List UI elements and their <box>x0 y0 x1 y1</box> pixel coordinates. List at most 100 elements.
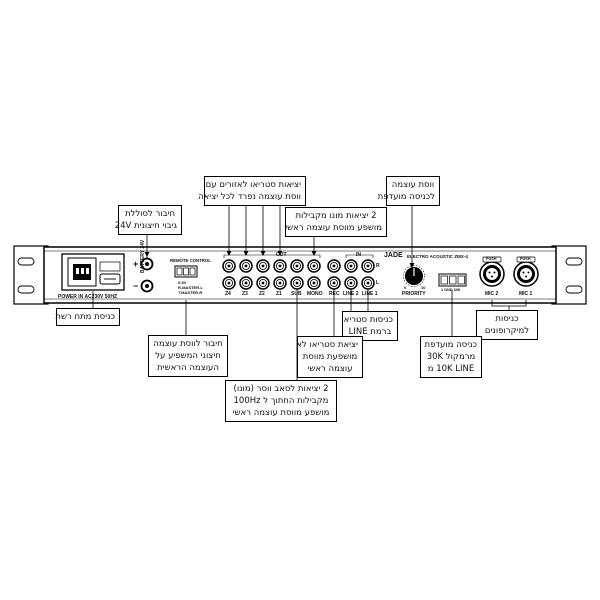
arrowhead <box>409 263 415 268</box>
leader-stereo-zones <box>213 202 281 252</box>
callout-line: מושפע מווסת עוצמה ראשי <box>285 223 382 233</box>
callout-line: ווסת עוצמה <box>391 180 435 190</box>
callout-line: גיבוי חיצונית 24V <box>114 221 177 231</box>
power-inlet[interactable] <box>61 253 125 291</box>
rca-jack-z4-bottom[interactable] <box>222 276 236 290</box>
leader-arrowheads <box>144 251 415 268</box>
out-label: OUT <box>276 252 287 258</box>
rca-jack-z4-top[interactable] <box>222 259 236 273</box>
model-label: ELECTRO ACOUSTIC ZMX-4 <box>407 254 468 259</box>
panel-body <box>43 246 557 304</box>
xlr-push-latch[interactable] <box>482 256 502 263</box>
battery-terminals[interactable] <box>140 257 154 293</box>
zone-label-z4: Z4 <box>225 291 231 297</box>
zone-label-z3: Z3 <box>242 291 248 297</box>
zone-label-rec: REC <box>329 291 340 297</box>
rca-jack-mono-top[interactable] <box>307 259 321 273</box>
out-bracket <box>223 254 321 258</box>
callout-rec-out: יציאת סטריאו לא מושפעת מווסת עוצמה ראשי <box>296 336 363 378</box>
push-label: PUSH <box>520 257 531 261</box>
rack-ear-left <box>13 245 49 305</box>
arrowhead <box>260 251 266 256</box>
rca-jack-z1-top[interactable] <box>273 259 287 273</box>
zone-label-line1: LINE 1 <box>362 291 378 297</box>
rca-outputs-top <box>222 259 375 273</box>
priority-knob[interactable] <box>403 265 425 287</box>
callout-line: יציאת סטריאו לא <box>296 340 358 350</box>
battery-minus-label: − <box>133 281 139 291</box>
callout-line: יציאות סטריאו לאזורים עם <box>205 180 301 190</box>
remote-label: REMOTE CONTROL <box>170 258 211 263</box>
arrowhead <box>243 251 249 256</box>
callout-power: כניסת מתח רשת <box>55 308 120 326</box>
remote-terminal[interactable] <box>174 265 198 278</box>
xlr-push-latch[interactable] <box>516 256 536 263</box>
zone-label-mono: MONO <box>307 291 323 297</box>
priority-terminal-block[interactable] <box>438 273 467 287</box>
in-bracket <box>345 254 374 258</box>
zone-label-z2: Z2 <box>259 291 265 297</box>
rca-jack-z2-bottom[interactable] <box>256 276 270 290</box>
rca-jack-line2-bottom[interactable] <box>344 276 358 290</box>
callout-priority: ווסת עוצמה לכניסה מועדפת <box>378 176 440 206</box>
rca-jack-z2-top[interactable] <box>256 259 270 273</box>
remote-pin-label: 0-5V <box>178 280 187 285</box>
rca-jack-line2-top[interactable] <box>344 259 358 273</box>
rca-jack-z3-top[interactable] <box>239 259 253 273</box>
rca-jack-rec-top[interactable] <box>327 259 341 273</box>
callout-line: עוצמה ראשי <box>307 364 353 374</box>
callout-line: כניסות סטריאו <box>341 315 393 325</box>
remote-pin-label: T.MASTER-R <box>178 290 203 295</box>
callout-line: ווסת עוצמה נפרד לכל יציאה <box>198 192 301 202</box>
push-label: PUSH <box>486 257 497 261</box>
rca-outputs-bottom <box>222 276 375 290</box>
callout-line: מרמקול 30K <box>426 352 476 362</box>
rca-jack-sub-bottom[interactable] <box>290 276 304 290</box>
callout-line: 10K LINE מ <box>427 364 475 374</box>
rca-jack-line1-top[interactable] <box>361 259 375 273</box>
xlr-mic-1[interactable] <box>513 256 539 287</box>
zone-label-z1: Z1 <box>276 291 282 297</box>
terminal-label: 1 GND 30K <box>441 288 461 292</box>
in-label: IN <box>356 252 361 258</box>
arrowhead <box>226 251 232 256</box>
remote-pin-label: R-MASTER-L <box>178 285 203 290</box>
callout-line: חיצוני המשפיע על <box>155 351 221 361</box>
rca-jack-rec-bottom[interactable] <box>327 276 341 290</box>
rack-hole <box>17 285 35 294</box>
priority-label: PRIORITY <box>402 291 426 297</box>
callout-line: ברמת LINE <box>348 327 392 337</box>
callout-mono-out: 2 יציאות מונו מקבילות מושפע מווסת עוצמה … <box>285 207 387 237</box>
rca-jack-z1-bottom[interactable] <box>273 276 287 290</box>
callout-line: חיבור לווסת עוצמה <box>153 339 223 349</box>
callout-battery: חיבור לסוללת גיבוי חיצונית 24V <box>114 205 182 235</box>
knob-mark-min: 0 <box>404 285 407 290</box>
rack-panel <box>13 245 587 305</box>
arrowhead <box>144 252 150 257</box>
battery-plus-label: + <box>133 259 139 269</box>
callout-line: מושפע מווסת עוצמה ראשי <box>232 408 330 418</box>
callout-priority-in: כניסה מועדפת מרמקול 30K 10K LINE מ <box>420 336 482 378</box>
rack-ear-right <box>551 245 587 305</box>
rca-jack-sub-top[interactable] <box>290 259 304 273</box>
rca-jack-mono-bottom[interactable] <box>307 276 321 290</box>
callout-line: למיקרופונים <box>484 326 530 336</box>
zone-label-sub: SUB <box>291 291 302 297</box>
rca-jack-line1-bottom[interactable] <box>361 276 375 290</box>
callout-line: מקבילות החתוך ל 100Hz <box>233 396 329 406</box>
callout-line: 2 יציאות לסאב ווסר (מונו) <box>233 384 329 394</box>
rack-hole <box>565 257 583 266</box>
xlr-mic-2[interactable] <box>479 256 505 287</box>
rack-hole <box>17 257 35 266</box>
callout-line: כניסת מתח רשת <box>55 312 115 322</box>
channel-r-label: R <box>376 263 380 269</box>
power-label: POWER IN AC230V 50HZ <box>58 294 117 300</box>
callout-line: כניסה מועדפת <box>424 340 477 350</box>
leader-line-in <box>350 289 369 312</box>
callout-sub-out: 2 יציאות לסאב ווסר (מונו) מקבילות החתוך … <box>225 380 337 422</box>
brand-label: JADE <box>384 252 403 259</box>
knob-mark-max: 10 <box>421 285 426 290</box>
callout-remote: חיבור לווסת עוצמה חיצוני המשפיע על העוצמ… <box>148 335 228 377</box>
rca-jack-z3-bottom[interactable] <box>239 276 253 290</box>
